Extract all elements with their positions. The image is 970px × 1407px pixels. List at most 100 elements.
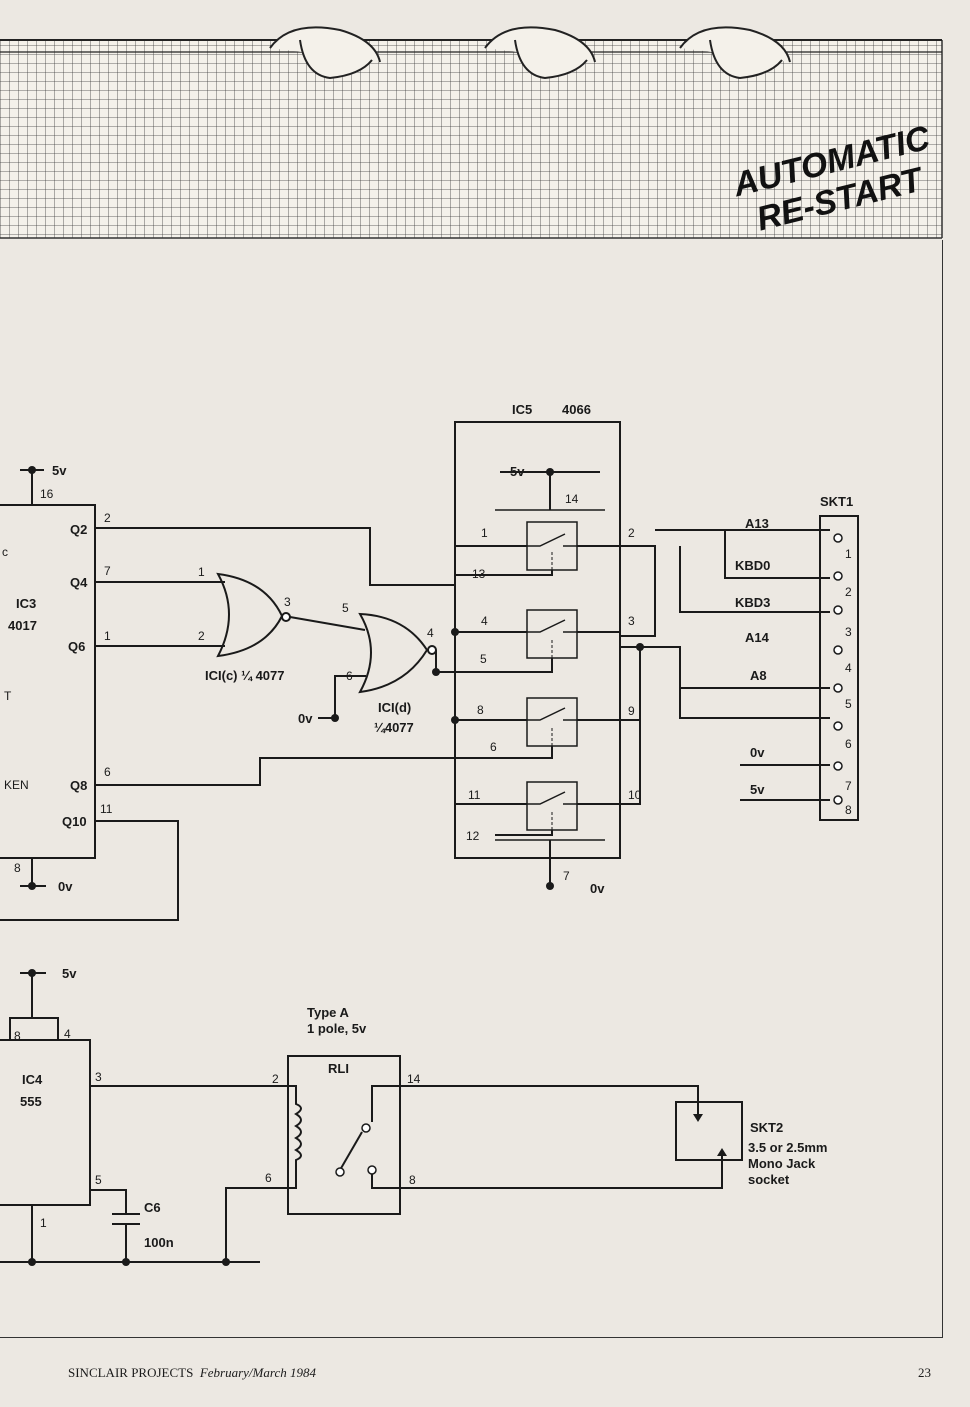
ic3-pin-6: 6 [104,765,111,779]
relay-type-line-2: 1 pole, 5v [307,1021,367,1036]
ic4-supply-label: 5v [62,966,77,981]
ic3-q2: Q2 [70,522,87,537]
skt2-jack-socket: SKT2 3.5 or 2.5mm Mono Jack socket [675,1101,828,1187]
signal-kbd0: KBD0 [735,558,770,573]
ic3-q4: Q4 [70,575,88,590]
ic5-pin-10: 10 [628,788,642,802]
ic1c-gate: 1 2 3 ICI(c) ¼ 4077 [198,565,291,683]
ic5-pin-1: 1 [481,526,488,540]
ic4-pin-1: 1 [40,1216,47,1230]
relay-pin-2: 2 [272,1072,279,1086]
wire-a14 [620,646,830,689]
ic3-q10: Q10 [62,814,87,829]
ic4-label: IC4 [22,1072,43,1087]
skt1-pin-6: 6 [845,737,852,751]
skt1-pin-8: 8 [845,803,852,817]
ic5-supply-label: 5v [510,464,525,479]
ic3-q8: Q8 [70,778,87,793]
ic3-pin-7: 7 [104,564,111,578]
ic5-pin-14: 14 [565,492,579,506]
ic1c-pin-3: 3 [284,595,291,609]
ic5-pin-7: 7 [563,869,570,883]
wire-a8 [679,688,830,719]
relay-type-line-1: Type A [307,1005,350,1020]
signal-kbd3: KBD3 [735,595,770,610]
ic5-ground-label: 0v [590,881,605,896]
ic5-part: 4066 [562,402,591,417]
ic5-pin-11: 11 [468,788,481,802]
binding-ring-2 [484,26,596,80]
ic1c-pin-1: 1 [198,565,205,579]
skt2-desc-line-2: Mono Jack [748,1156,816,1171]
skt1-label: SKT1 [820,494,853,509]
publication-name: SINCLAIR PROJECTS [68,1365,194,1380]
header-graph-paper: AUTOMATIC RE-START [0,26,943,239]
skt1-pin-3: 3 [845,625,852,639]
ic3-pin-16: 16 [40,487,54,501]
signal-a14: A14 [745,630,770,645]
signal-a13: A13 [745,516,769,531]
ic5-pin-6: 6 [490,740,497,754]
skt1-pin-4: 4 [845,661,852,675]
ic3-pin-1: 1 [104,629,111,643]
relay-pin-14: 14 [407,1072,421,1086]
wire-ic1d-gnd [318,675,366,719]
ic3-4017: IC3 4017 c T KEN Q2 Q4 Q6 Q8 Q10 5v 16 8… [0,463,113,894]
ic5-pin-4: 4 [481,614,488,628]
ic3-ground-label: 0v [58,879,73,894]
circuit-schematic: IC3 4017 c T KEN Q2 Q4 Q6 Q8 Q10 5v 16 8… [0,402,859,1266]
ic1d-pin-4: 4 [427,626,434,640]
ic4-555: IC4 555 5v 8 4 3 5 1 [0,966,102,1230]
ic5-pin-5: 5 [480,652,487,666]
ic4-pin-3: 3 [95,1070,102,1084]
ic1d-label: ICI(d) [378,700,411,715]
signal-0v: 0v [750,745,765,760]
wire-ic5-pin2 [620,545,656,637]
ic3-edge-pin-t: T [4,689,12,703]
ic1c-label: ICI(c) ¼ 4077 [205,668,285,683]
binding-ring-1 [269,26,381,80]
relay-rl1: Type A 1 pole, 5v RLI 2 6 14 8 [265,1005,421,1215]
ic3-part: 4017 [8,618,37,633]
c6-label: C6 [144,1200,161,1215]
wire-ic1c-out [289,616,366,631]
wire-q10 [0,820,179,921]
ic3-pin-11: 11 [100,802,113,816]
footer-publication: SINCLAIR PROJECTS February/March 1984 [68,1365,316,1381]
ic5-4066: IC5 4066 5v 14 7 0v 1 2 13 4 3 5 [451,402,642,896]
ic1d-gate: 5 6 4 ICI(d) ¼4077 [342,601,437,735]
wire-q8 [95,757,455,786]
ic3-supply-label: 5v [52,463,67,478]
signal-a8: A8 [750,668,767,683]
skt2-label: SKT2 [750,1120,783,1135]
ic4-pin-5: 5 [95,1173,102,1187]
ic5-pin-2: 2 [628,526,635,540]
c6-value: 100n [144,1235,174,1250]
signal-5v: 5v [750,782,765,797]
skt1-connector: SKT1 1 2 3 4 5 6 7 8 A13 KBD0 KBD3 A14 A… [735,494,859,821]
wire-ic1d-out [435,650,510,673]
ic1d-ground-label: 0v [298,711,313,726]
skt1-pin-1: 1 [845,547,852,561]
ic3-pin-2: 2 [104,511,111,525]
ic5-pin-13: 13 [472,567,486,581]
skt1-pin-5: 5 [845,697,852,711]
ic5-pin-9: 9 [628,704,635,718]
binding-ring-3 [679,26,791,80]
ic1c-pin-2: 2 [198,629,205,643]
ic1d-part: ¼4077 [374,720,414,735]
ic3-q6: Q6 [68,639,85,654]
ic4-pin-8: 8 [14,1029,21,1043]
ic4-pin-4: 4 [64,1027,71,1041]
ic3-label: IC3 [16,596,36,611]
ic5-label: IC5 [512,402,532,417]
ic4-part: 555 [20,1094,42,1109]
skt1-pin-7: 7 [845,779,852,793]
skt1-pin-2: 2 [845,585,852,599]
ic5-pin-8: 8 [477,703,484,717]
wire-kbd0 [724,530,830,579]
wire-kbd3 [679,546,830,613]
capacitor-c6: C6 100n [112,1200,174,1262]
wire-relay-pin6 [225,1187,290,1262]
page-number: 23 [918,1365,931,1380]
